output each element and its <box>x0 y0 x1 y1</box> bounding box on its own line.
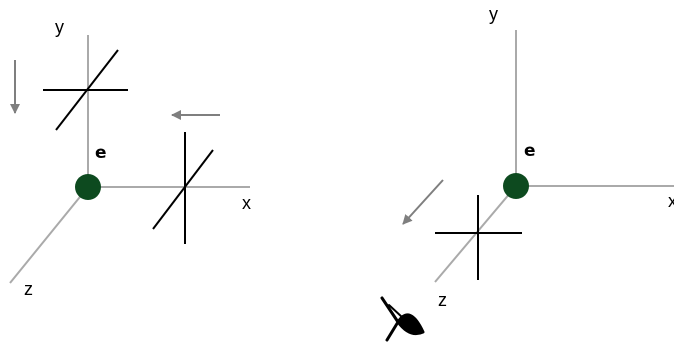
right-axes <box>434 30 674 283</box>
right-x-axis-label: x <box>668 191 674 211</box>
right-electron-dot <box>503 173 529 199</box>
left-x-axis-label: x <box>242 193 251 213</box>
right-y-axis-label: y <box>489 4 498 24</box>
left-x-wave-diagonal <box>152 149 214 230</box>
left-panel: y x z e <box>9 17 251 299</box>
left-z-axis-label: z <box>24 279 33 299</box>
eye-icon <box>380 296 425 342</box>
right-electron-label: e <box>524 141 536 161</box>
left-z-axis <box>9 186 89 284</box>
left-axes <box>9 35 250 284</box>
left-electron-label: e <box>95 143 107 163</box>
right-z-axis-label: z <box>438 290 447 310</box>
right-panel: y x z e <box>380 4 674 342</box>
left-electron-dot <box>75 174 101 200</box>
right-toward-viewer-arrow <box>402 179 444 225</box>
left-x-wave-cross <box>152 132 214 244</box>
left-y-axis-label: y <box>55 17 64 37</box>
left-y-wave-diagonal <box>55 49 119 131</box>
right-z-wave-cross <box>435 195 522 280</box>
left-y-wave-cross <box>43 49 128 131</box>
